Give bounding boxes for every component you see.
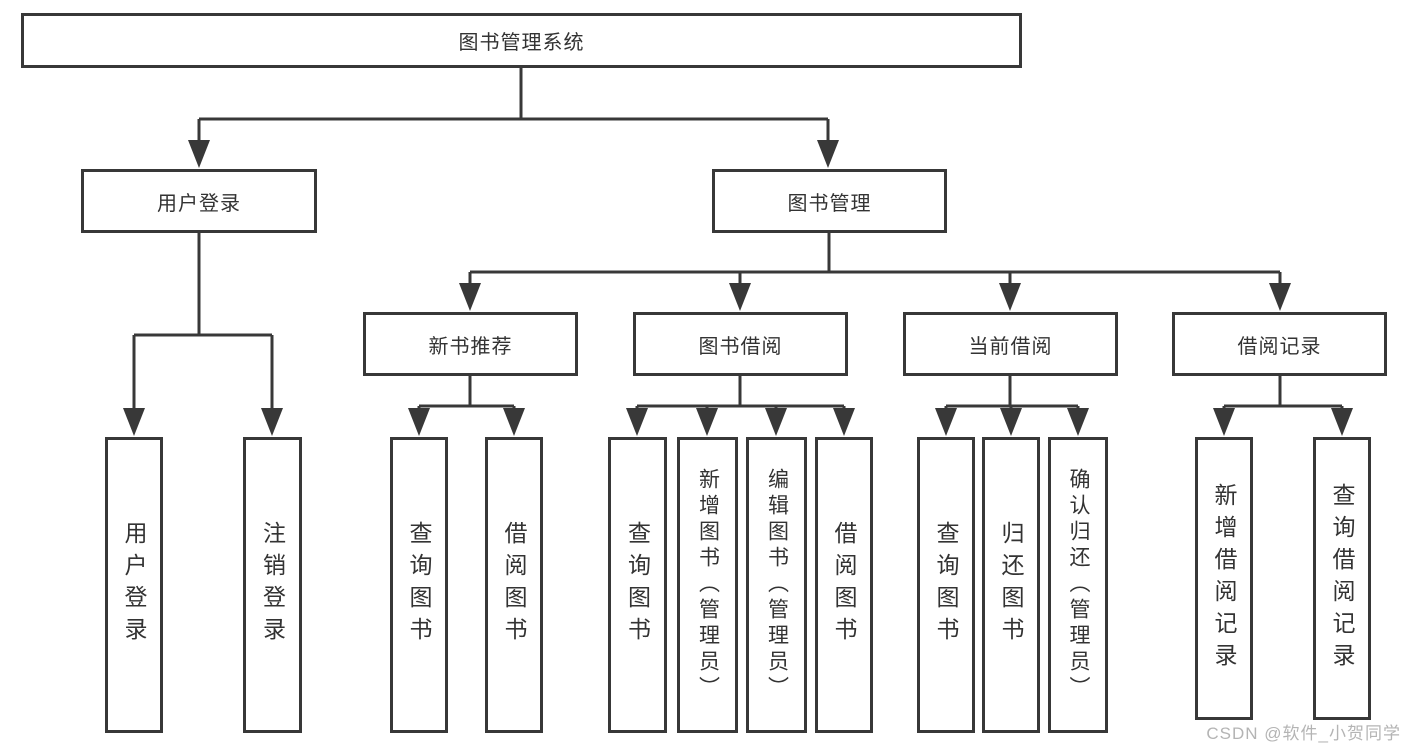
node-current-borrow: 当前借阅 <box>903 312 1118 376</box>
node-system-root: 图书管理系统 <box>21 13 1022 68</box>
node-label: 新书推荐 <box>428 335 513 358</box>
leaf-borrow-books: 借阅图书 <box>815 437 873 733</box>
csdn-watermark: CSDN @软件_小贺同学 <box>1206 724 1401 743</box>
leaf-query-borrow-record: 查询借阅记录 <box>1313 437 1371 720</box>
leaf-borrow-books-recommend: 借阅图书 <box>485 437 543 733</box>
leaf-logout: 注销登录 <box>243 437 302 733</box>
node-label: 新增借阅记录 <box>1211 482 1237 675</box>
leaf-query-books-borrow: 查询图书 <box>608 437 667 733</box>
leaf-query-books-current: 查询图书 <box>917 437 975 733</box>
node-label: 查询借阅记录 <box>1329 482 1355 675</box>
node-label: 图书借阅 <box>698 335 783 358</box>
node-book-management: 图书管理 <box>712 169 947 233</box>
node-label: 图书管理系统 <box>458 32 585 54</box>
node-new-book-recommend: 新书推荐 <box>363 312 578 376</box>
node-label: 注销登录 <box>259 521 286 649</box>
node-label: 查询图书 <box>624 521 651 649</box>
node-label: 查询图书 <box>933 521 959 649</box>
node-label: 用户登录 <box>121 521 147 649</box>
leaf-add-book-admin: 新增图书（管理员） <box>677 437 738 733</box>
node-label: 归还图书 <box>998 521 1024 649</box>
node-borrow-records: 借阅记录 <box>1172 312 1387 376</box>
node-label: 借阅图书 <box>831 521 857 649</box>
leaf-edit-book-admin: 编辑图书（管理员） <box>746 437 807 733</box>
node-label: 图书管理 <box>787 192 872 215</box>
leaf-query-books-recommend: 查询图书 <box>390 437 448 733</box>
leaf-confirm-return-admin: 确认归还（管理员） <box>1048 437 1108 733</box>
leaf-add-borrow-record: 新增借阅记录 <box>1195 437 1253 720</box>
leaf-user-login: 用户登录 <box>105 437 163 733</box>
node-label: 用户登录 <box>157 192 241 215</box>
node-label: 当前借阅 <box>968 335 1053 358</box>
node-label: 新增图书（管理员） <box>696 468 720 702</box>
node-label: 借阅记录 <box>1237 335 1322 358</box>
node-user-login: 用户登录 <box>81 169 317 233</box>
node-label: 借阅图书 <box>501 521 527 649</box>
node-label: 查询图书 <box>406 521 432 649</box>
leaf-return-books: 归还图书 <box>982 437 1040 733</box>
node-label: 编辑图书（管理员） <box>765 468 789 702</box>
arrowheads <box>123 140 1353 436</box>
node-label: 确认归还（管理员） <box>1067 468 1090 702</box>
node-book-borrow: 图书借阅 <box>633 312 848 376</box>
